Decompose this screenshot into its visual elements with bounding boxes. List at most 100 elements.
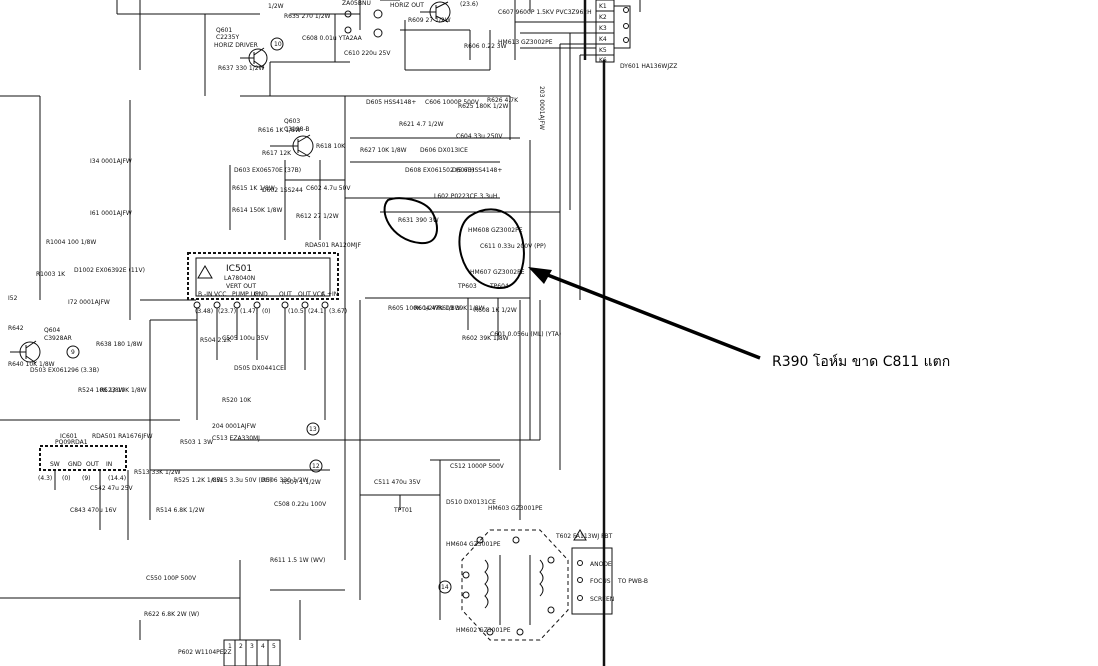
svg-text:R617 12K: R617 12K	[262, 150, 292, 157]
svg-text:C513 EZA330MJ: C513 EZA330MJ	[212, 435, 260, 442]
svg-text:I52: I52	[8, 295, 18, 302]
ic501-ref-part: RDA501 RA120MJF	[305, 242, 362, 249]
svg-text:R520 10K: R520 10K	[222, 397, 252, 404]
svg-text:14: 14	[441, 584, 449, 591]
svg-text:R614 150K 1/8W: R614 150K 1/8W	[232, 207, 282, 214]
svg-text:(10.5): (10.5)	[288, 308, 306, 315]
r635-label: R635 270 1/2W	[284, 13, 331, 20]
svg-text:VCC: VCC	[214, 291, 226, 298]
svg-text:D603 EX06570E (37B): D603 EX06570E (37B)	[234, 167, 301, 174]
svg-text:R523 10K 1/8W: R523 10K 1/8W	[100, 387, 147, 394]
svg-text:204 0001AJFW: 204 0001AJFW	[212, 423, 256, 430]
svg-text:R603 39K 1/8W: R603 39K 1/8W	[438, 305, 485, 312]
q601-transistor: Q601 C2235Y HORIZ DRIVER R637 330 1/2W R…	[214, 13, 391, 72]
svg-text:(0): (0)	[262, 308, 271, 315]
svg-text:R602 39K 1/8W: R602 39K 1/8W	[462, 335, 509, 342]
svg-text:C602 4.7u 50V: C602 4.7u 50V	[306, 185, 351, 192]
r606-label: R606 0.22 3W	[464, 43, 507, 50]
svg-text:OUT: OUT	[86, 461, 99, 468]
test-point-13	[306, 422, 320, 436]
horiz-out-label: HORIZ OUT	[390, 2, 424, 9]
ic501-block: IC501 LA78040N VERT OUT RDA501 RA120MJF …	[149, 242, 362, 520]
svg-text:(9): (9)	[82, 475, 91, 482]
svg-text:D606 DX013ICE: D606 DX013ICE	[420, 147, 468, 154]
svg-text:C604 33u 250V: C604 33u 250V	[456, 133, 503, 140]
c608-label: C608 0.01u YTA2AA	[302, 35, 363, 42]
wiring-top	[116, 0, 596, 470]
svg-text:SW: SW	[50, 461, 60, 468]
svg-text:HM604 GZ3001PE: HM604 GZ3001PE	[446, 541, 501, 548]
test-point-10	[270, 37, 284, 51]
svg-text:R627 10K 1/8W: R627 10K 1/8W	[360, 147, 407, 154]
svg-text:(24.1): (24.1)	[308, 308, 326, 315]
test-point-14	[438, 580, 452, 594]
svg-text:D510 DX0131CE: D510 DX0131CE	[446, 499, 496, 506]
svg-text:R608 1K 1/2W: R608 1K 1/2W	[474, 307, 517, 314]
connector-k: K1 K2 K3 K4 K5 K6 DY601 HA136WJZZ	[595, 0, 677, 70]
svg-text:R524 10K 1/8W: R524 10K 1/8W	[78, 387, 125, 394]
circle-mark-r631	[383, 197, 438, 245]
mid-labels: D605 HSS4148+ C606 1000P 500V R625 180K …	[232, 86, 561, 342]
svg-text:GND: GND	[254, 291, 268, 298]
wiring-mid	[0, 95, 560, 600]
q601-ref: Q601	[216, 27, 232, 34]
svg-text:D607 HSS4148+: D607 HSS4148+	[452, 167, 502, 174]
ic501-name: IC501	[226, 264, 252, 274]
board-border	[583, 0, 641, 666]
svg-text:R1004 100 1/8W: R1004 100 1/8W	[46, 239, 96, 246]
svg-text:1: 1	[228, 643, 232, 650]
svg-text:I72 0001AJFW: I72 0001AJFW	[68, 299, 110, 306]
connector-p602: 1 2 3 4 5	[223, 639, 281, 666]
svg-text:HM607 GZ3002PE: HM607 GZ3002PE	[470, 269, 525, 276]
svg-text:9: 9	[71, 349, 75, 356]
svg-text:D602 1SS244: D602 1SS244	[262, 187, 303, 194]
svg-text:I34 0001AJFW: I34 0001AJFW	[90, 158, 132, 165]
test-points: 10 13 12 9 14	[66, 37, 452, 594]
svg-text:D605 HSS4148+: D605 HSS4148+	[366, 99, 416, 106]
fbt-transformer: ANODE FOCUS SCREEN TO PWB-B	[461, 529, 648, 641]
svg-text:L602 P0223CE 3.3uH: L602 P0223CE 3.3uH	[434, 193, 497, 200]
svg-text:HM608 GZ3002PE: HM608 GZ3002PE	[468, 227, 523, 234]
svg-text:C843 470u 16V: C843 470u 16V	[70, 507, 117, 514]
svg-text:12: 12	[312, 463, 320, 470]
ic601-part: PQ09RDA1	[55, 439, 88, 446]
c607-label: C607 9600P 1.5KV PVC3Z962H	[498, 9, 592, 16]
svg-text:HM603 GZ3001PE: HM603 GZ3001PE	[488, 505, 543, 512]
svg-text:PUMP UP: PUMP UP	[232, 291, 259, 298]
ic601-ref: RDA501 RA1676JFW	[92, 433, 153, 440]
svg-text:(23.7): (23.7)	[218, 308, 236, 315]
svg-text:D505 DX0441CE: D505 DX0441CE	[234, 365, 284, 372]
svg-text:(0): (0)	[62, 475, 71, 482]
za05-label: ZA05BNU	[342, 0, 371, 7]
svg-text:R1003 1K: R1003 1K	[36, 271, 66, 278]
svg-text:C550 100P 500V: C550 100P 500V	[146, 575, 197, 582]
svg-text:P602 W1104PE2Z: P602 W1104PE2Z	[178, 649, 232, 656]
svg-text:GND: GND	[68, 461, 82, 468]
svg-text:R638 180 1/8W: R638 180 1/8W	[96, 341, 143, 348]
svg-text:OUT: OUT	[279, 291, 292, 298]
r609-label: R609 27 1/2W	[408, 17, 451, 24]
svg-text:4: 4	[261, 643, 265, 650]
svg-text:R605 100K 1/2W: R605 100K 1/2W	[388, 305, 438, 312]
svg-text:(3.67): (3.67)	[329, 308, 347, 315]
svg-text:R507 1 1/2W: R507 1 1/2W	[282, 479, 321, 486]
svg-text:R513 33K 1/2W: R513 33K 1/2W	[134, 469, 181, 476]
connector-pin-k6: K6	[599, 57, 607, 64]
q604-part: C3928AR	[44, 335, 72, 342]
half-watt-label: 1/2W	[268, 3, 284, 10]
svg-text:R615 1K 1/8W: R615 1K 1/8W	[232, 185, 275, 192]
svg-text:HM602 GZ3001PE: HM602 GZ3001PE	[456, 627, 511, 634]
svg-text:203 0001AJFW: 203 0001AJFW	[538, 86, 545, 130]
connector-pin-k4: K4	[599, 36, 607, 43]
svg-text:D503 EX061296 (3.3B): D503 EX061296 (3.3B)	[30, 367, 99, 374]
svg-text:C511 470u 35V: C511 470u 35V	[374, 479, 421, 486]
svg-text:OUT VCC: OUT VCC	[298, 291, 325, 298]
svg-text:R503 1 3W: R503 1 3W	[180, 439, 213, 446]
svg-text:C512 1000P 500V: C512 1000P 500V	[450, 463, 505, 470]
svg-text:C601 0.056u (ML) (YTA): C601 0.056u (ML) (YTA)	[490, 331, 561, 338]
svg-text:R525 1.2K 1/8W: R525 1.2K 1/8W	[174, 477, 223, 484]
q603-transistor: Q603 C3198-B	[270, 118, 314, 158]
fbt-anode-label: ANODE	[590, 561, 612, 568]
test-point-12	[309, 459, 323, 473]
